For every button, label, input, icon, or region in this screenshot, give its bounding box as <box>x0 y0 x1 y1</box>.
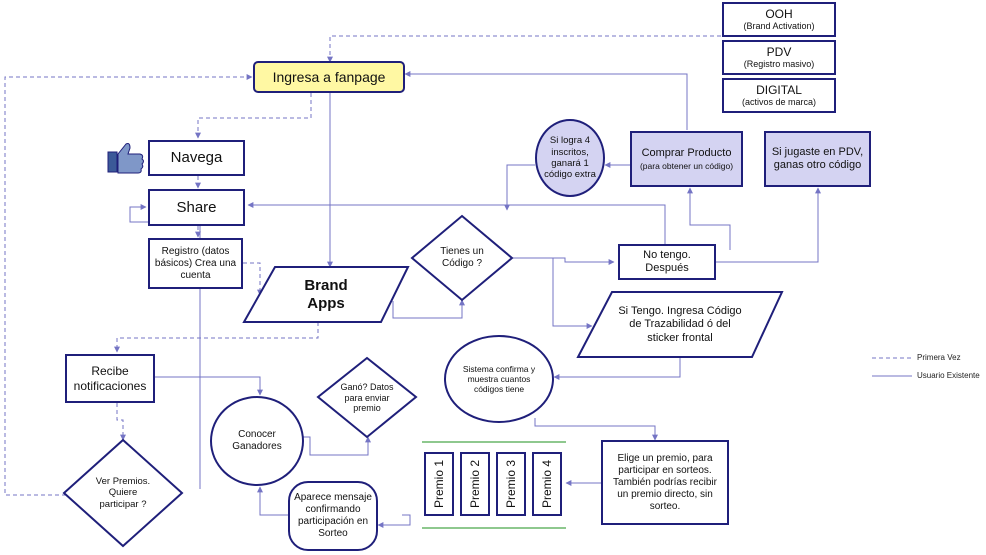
conocer-ganadores-node: Conocer Ganadores <box>210 396 304 486</box>
aparece-mensaje-label: Aparece mensaje confirmando participació… <box>294 492 372 539</box>
channel-pdv-title: PDV <box>766 44 792 59</box>
brand-apps-node: Brand Apps <box>262 267 390 322</box>
si-tengo-label: Si Tengo. Ingresa Código de Trazabilidad… <box>618 305 742 344</box>
sistema-node: Sistema confirma y muestra cuantos códig… <box>444 335 554 423</box>
ver-premios-shape <box>62 438 184 548</box>
channel-pdv: PDV (Registro masivo) <box>722 40 836 75</box>
premio-3-box: Premio 3 <box>496 452 526 516</box>
premio-1-label: Premio 1 <box>432 459 446 509</box>
no-tengo-label: No tengo. Después <box>643 248 691 274</box>
si-jugaste-node: Si jugaste en PDV, ganas otro código <box>764 131 871 187</box>
tienes-codigo-node: Tienes un Código ? <box>430 228 494 288</box>
gano-shape <box>316 356 418 439</box>
channel-digital: DIGITAL (activos de marca) <box>722 78 836 113</box>
ingresa-fanpage-label: Ingresa a fanpage <box>272 68 386 85</box>
no-tengo-node: No tengo. Después <box>618 244 716 280</box>
channel-ooh-title: OOH <box>765 6 793 21</box>
registro-label: Registro (datos básicos) Crea una cuenta <box>154 245 237 281</box>
ver-premios-node: Ver Premios. Quiere participar ? <box>93 463 153 523</box>
channel-pdv-sub: (Registro masivo) <box>743 59 815 70</box>
premio-1-box: Premio 1 <box>424 452 454 516</box>
tienes-codigo-label: Tienes un Código ? <box>440 246 484 269</box>
elige-premio-label: Elige un premio, para participar en sort… <box>613 452 717 512</box>
comprar-producto-label: Comprar Producto <box>641 147 732 160</box>
tienes-codigo-shape <box>410 214 514 302</box>
comprar-producto-node: Comprar Producto (para obtener un código… <box>630 131 743 187</box>
si-tengo-shape <box>576 291 784 358</box>
share-label: Share <box>176 198 217 216</box>
legend-usuario-existente: Usuario Existente <box>917 371 980 380</box>
channel-digital-title: DIGITAL <box>756 82 802 97</box>
brand-apps-label: Brand Apps <box>304 276 348 312</box>
sistema-label: Sistema confirma y muestra cuantos códig… <box>462 363 536 395</box>
legend-primera-vez: Primera Vez <box>917 353 961 362</box>
premio-4-box: Premio 4 <box>532 452 562 516</box>
premio-4-label: Premio 4 <box>540 459 554 509</box>
conocer-ganadores-label: Conocer Ganadores <box>232 429 282 452</box>
recibe-notificaciones-label: Recibe notificaciones <box>73 364 147 393</box>
navega-node: Navega <box>148 140 245 176</box>
channel-digital-sub: (activos de marca) <box>741 97 817 108</box>
ingresa-fanpage-node: Ingresa a fanpage <box>253 61 405 93</box>
si-logra-node: Si logra 4 inscritos, ganará 1 código ex… <box>535 119 605 197</box>
si-tengo-node: Si Tengo. Ingresa Código de Trazabilidad… <box>600 294 760 356</box>
like-thumb-icon <box>107 143 144 174</box>
comprar-producto-sub: (para obtener un código) <box>639 160 734 171</box>
share-node: Share <box>148 189 245 226</box>
ver-premios-label: Ver Premios. Quiere participar ? <box>95 475 151 510</box>
aparece-mensaje-node: Aparece mensaje confirmando participació… <box>288 481 378 551</box>
channel-ooh: OOH (Brand Activation) <box>722 2 836 37</box>
elige-premio-node: Elige un premio, para participar en sort… <box>601 440 729 525</box>
recibe-notificaciones-node: Recibe notificaciones <box>65 354 155 403</box>
gano-label: Ganó? Datos para enviar premio <box>340 381 394 414</box>
si-logra-label: Si logra 4 inscritos, ganará 1 código ex… <box>544 135 596 181</box>
si-jugaste-label: Si jugaste en PDV, ganas otro código <box>771 145 864 171</box>
channel-ooh-sub: (Brand Activation) <box>743 21 815 32</box>
navega-label: Navega <box>170 149 223 166</box>
premio-3-label: Premio 3 <box>504 459 518 509</box>
premio-2-label: Premio 2 <box>468 459 482 509</box>
registro-node: Registro (datos básicos) Crea una cuenta <box>148 238 243 289</box>
gano-node: Ganó? Datos para enviar premio <box>340 368 394 428</box>
brand-apps-shape <box>242 266 410 323</box>
premio-2-box: Premio 2 <box>460 452 490 516</box>
